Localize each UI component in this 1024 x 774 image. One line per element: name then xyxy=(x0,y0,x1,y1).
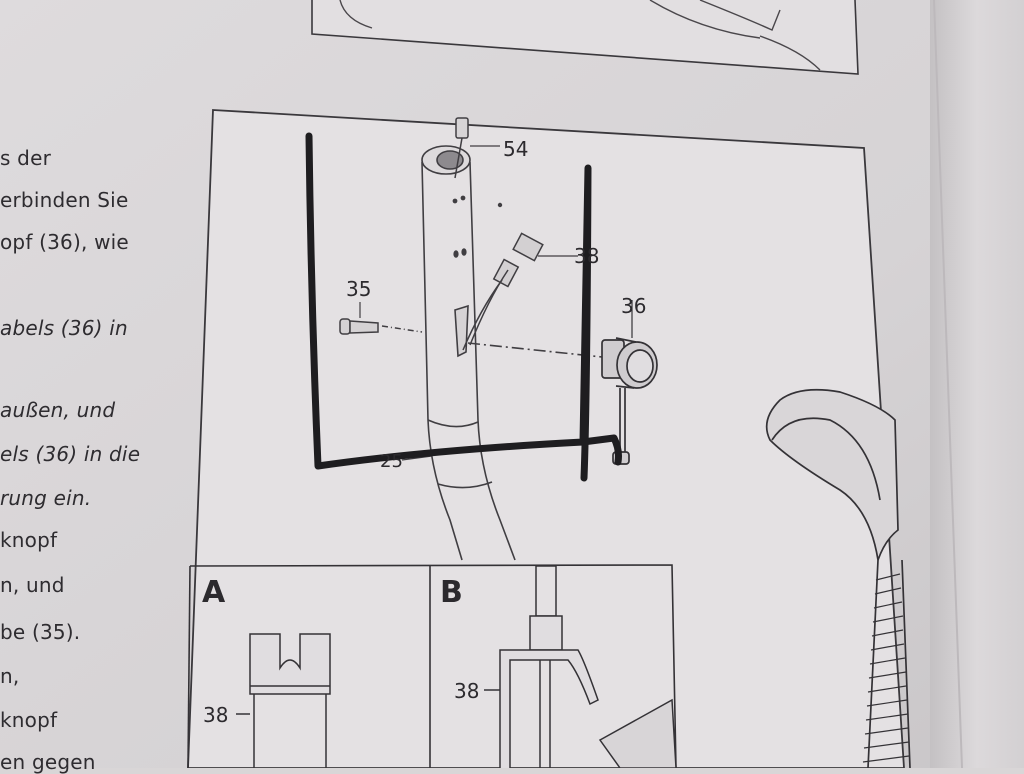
screw-35 xyxy=(339,302,423,335)
detail-panels xyxy=(187,564,677,768)
text-line-4: abels (36) in xyxy=(0,316,128,340)
top-illustration-box xyxy=(311,0,859,75)
panel-a-letter: A xyxy=(202,575,226,610)
text-line-11: n, xyxy=(0,664,20,688)
text-line-6: els (36) in die xyxy=(0,442,141,466)
saddle-illustration xyxy=(765,388,911,768)
page-fold xyxy=(930,0,1024,768)
assembly-axis-line xyxy=(467,342,603,358)
part-label-35: 35 xyxy=(346,277,371,301)
part-label-36: 36 xyxy=(621,294,646,318)
main-illustration-box xyxy=(187,109,905,768)
panel-a-part-label: 38 xyxy=(203,703,228,727)
tension-knob-36 xyxy=(601,300,658,465)
part-label-54: 54 xyxy=(503,137,528,161)
text-line-2: erbinden Sie xyxy=(0,188,129,212)
text-line-9: n, und xyxy=(0,573,65,597)
panel-b-letter: B xyxy=(440,575,463,610)
part-label-25: 25 xyxy=(380,451,403,472)
page-fold-edge xyxy=(933,0,963,768)
text-line-7: rung ein. xyxy=(0,486,92,510)
panel-b-part-label: 38 xyxy=(454,679,479,703)
text-line-12: knopf xyxy=(0,708,58,732)
text-line-1: s der xyxy=(0,146,51,170)
cable-connector-54 xyxy=(454,117,500,179)
panel-a-bracket xyxy=(236,633,331,768)
text-line-3: opf (36), wie xyxy=(0,230,129,254)
sensor-38 xyxy=(462,232,578,351)
text-line-10: be (35). xyxy=(0,620,81,644)
panel-b-bracket xyxy=(484,565,677,768)
marker-bracket xyxy=(305,132,622,482)
text-line-8: knopf xyxy=(0,528,58,552)
text-line-13: en gegen xyxy=(0,750,96,774)
seat-post-tube xyxy=(421,145,516,561)
text-line-5: außen, und xyxy=(0,398,116,422)
part-label-38: 38 xyxy=(574,244,599,268)
